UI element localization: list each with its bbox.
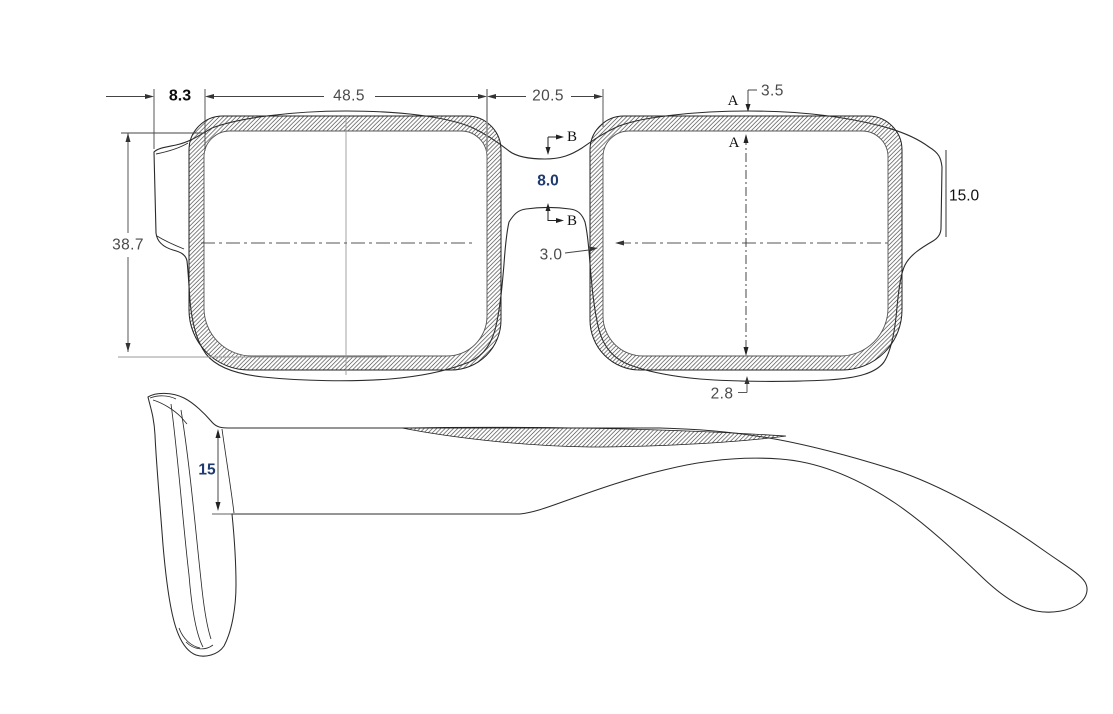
- section-b-lower-label: B: [567, 213, 577, 229]
- dim-arrow: [205, 94, 214, 99]
- dim-arrow: [594, 94, 603, 99]
- section-a-lower-label: A: [729, 135, 740, 151]
- section-a-upper-label: A: [728, 93, 739, 109]
- section-b-upper-marker: [547, 136, 556, 147]
- right-lens-opening: [602, 130, 889, 357]
- bridge-height-label: 8.0: [537, 173, 559, 190]
- dim-arrow: [487, 94, 496, 99]
- rim-thickness-leader: [564, 249, 590, 254]
- endpiece-width-label: 8.3: [169, 88, 191, 105]
- side-height-label: 15: [198, 462, 216, 479]
- dim-arrow: [545, 147, 551, 155]
- aa-arrow-down: [743, 347, 749, 356]
- dim-lens-width: [204, 89, 485, 151]
- left-lens-rim: [188, 115, 502, 371]
- section-b-upper-label: B: [567, 129, 577, 145]
- dim-arrow: [744, 376, 750, 384]
- right-lens-rim: [589, 115, 903, 371]
- lens-width-label: 48.5: [333, 88, 365, 105]
- left-lens-opening: [203, 130, 488, 357]
- dim-arrow: [215, 429, 221, 438]
- temple-tab-label: 15.0: [949, 188, 980, 205]
- bridge-width-label: 20.5: [532, 88, 564, 105]
- dim-arrow: [125, 343, 131, 352]
- dim-arrow: [556, 134, 564, 140]
- dim-arrow: [215, 502, 221, 511]
- dim-arrow: [145, 94, 154, 99]
- left-endpiece-detail: [155, 142, 189, 250]
- temple-hatch-sliver: [401, 426, 787, 448]
- dim-arrow: [589, 246, 598, 252]
- section-b-lower-marker: [547, 211, 556, 221]
- aa-arrow-up: [743, 134, 749, 143]
- dim-endpiece-width: [106, 89, 155, 149]
- dim-lens-height: [121, 132, 206, 352]
- top-rim-label: 3.5: [761, 83, 784, 100]
- bottom-rim-label: 2.8: [711, 386, 734, 403]
- centerline-arrowhead: [615, 240, 624, 246]
- dim-arrow: [478, 94, 487, 99]
- front-view: 8.3 48.5 20.5 38.7: [106, 83, 980, 403]
- dim-top-rim: [747, 89, 757, 104]
- dim-arrow: [125, 133, 131, 142]
- lens-height-label: 38.7: [112, 237, 144, 254]
- side-view: 15: [147, 392, 1088, 657]
- dim-arrow: [556, 218, 564, 223]
- rim-thickness-label: 3.0: [540, 247, 563, 264]
- dim-arrow: [545, 203, 551, 211]
- side-detail-lines: [149, 395, 235, 650]
- dim-arrow: [745, 104, 751, 112]
